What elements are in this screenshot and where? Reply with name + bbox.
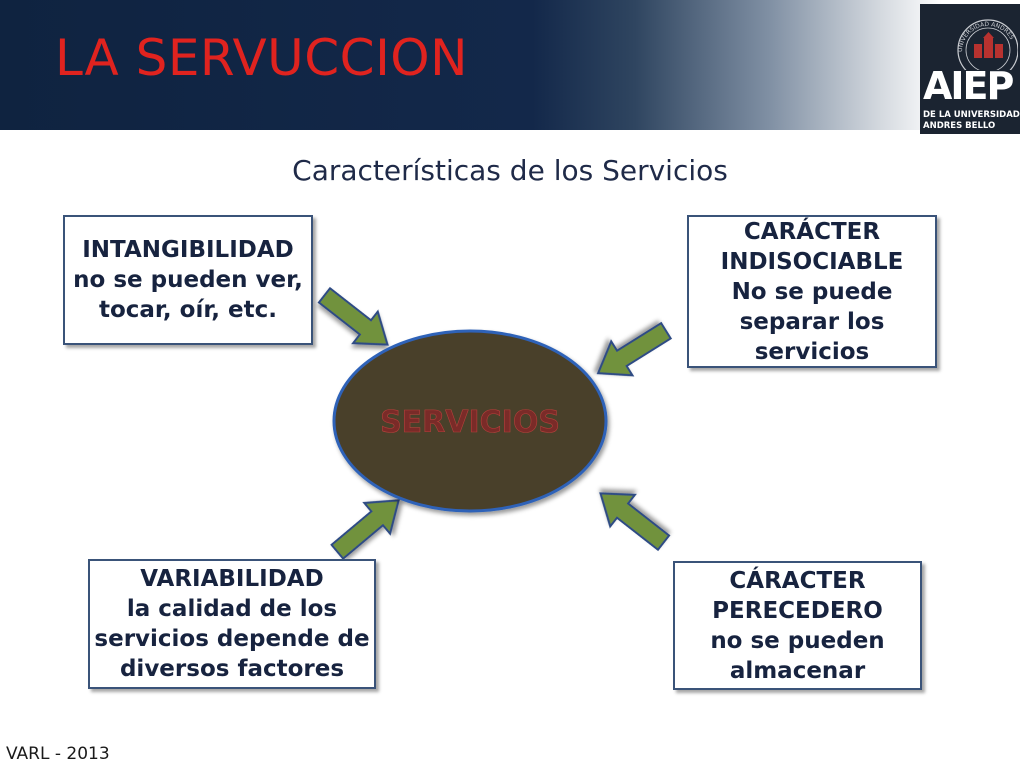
aiep-logo: UNIVERSIDAD ANDRES AIEP DE LA UNIVERSIDA…	[920, 4, 1020, 134]
box-line: INTANGIBILIDAD	[82, 237, 294, 263]
box-intangibilidad: INTANGIBILIDAD no se pueden ver, tocar, …	[63, 215, 313, 345]
box-line: No se puede	[731, 278, 893, 305]
university-seal-icon: UNIVERSIDAD ANDRES	[957, 19, 1018, 70]
block-arrow-icon	[587, 476, 677, 560]
logo-sub-line-1: DE LA UNIVERSIDAD	[923, 110, 1020, 120]
logo-subtitle: DE LA UNIVERSIDAD ANDRES BELLO	[923, 110, 1020, 132]
box-line: almacenar	[729, 657, 866, 684]
block-arrow-icon	[586, 312, 678, 392]
logo-sub-line-2: ANDRES BELLO	[923, 121, 996, 131]
footer-credit: VARL - 2013	[6, 744, 110, 764]
slide-title: LA SERVUCCION	[55, 29, 469, 87]
logo-text: AIEP	[923, 64, 1014, 108]
box-line: VARIABILIDAD	[140, 566, 324, 592]
box-caracter-indisociable: CARÁCTER INDISOCIABLE No se puede separa…	[687, 215, 937, 368]
header-band	[0, 0, 1024, 130]
box-line: tocar, oír, etc.	[98, 297, 277, 323]
box-line: CARÁCTER	[743, 218, 881, 245]
box-line: separar los	[739, 308, 885, 335]
center-ellipse	[332, 329, 608, 513]
box-line: no se pueden ver,	[73, 267, 303, 293]
box-line: servicios depende de	[94, 626, 370, 652]
box-line: la calidad de los	[126, 596, 338, 622]
box-line: servicios	[754, 338, 870, 365]
slide-subtitle: Características de los Servicios	[292, 154, 728, 187]
center-label: SERVICIOS	[380, 405, 560, 440]
box-variabilidad: VARIABILIDAD la calidad de los servicios…	[88, 559, 376, 689]
box-line: CÁRACTER	[729, 567, 866, 594]
box-line: INDISOCIABLE	[720, 248, 904, 275]
box-caracter-perecedero: CÁRACTER PERECEDERO no se pueden almacen…	[673, 561, 922, 690]
box-line: PERECEDERO	[712, 597, 883, 624]
box-line: no se pueden	[710, 627, 885, 654]
box-line: diversos factores	[119, 656, 345, 682]
